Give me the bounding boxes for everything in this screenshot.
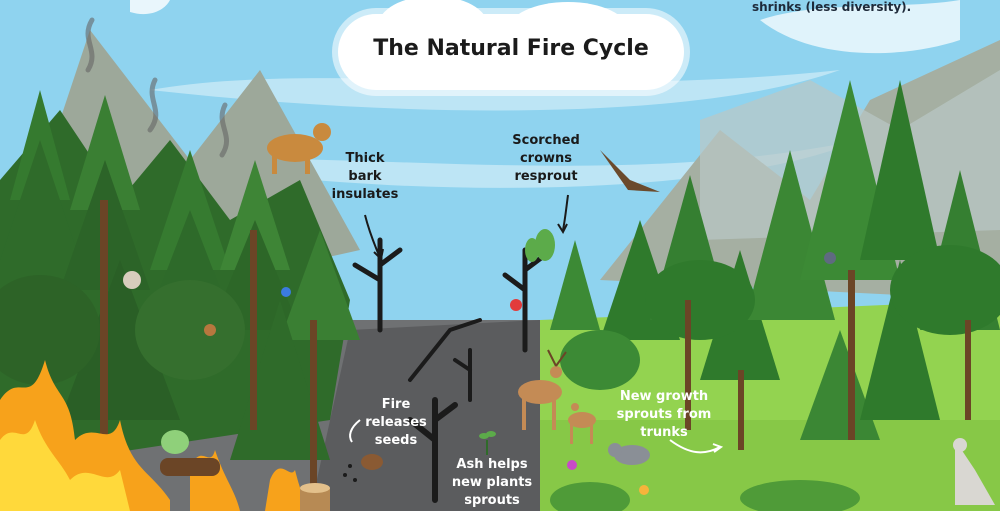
- arrow-scorched-head: [557, 223, 568, 235]
- arrow-thick-bark: [364, 214, 381, 259]
- page-title: The Natural Fire Cycle: [373, 36, 649, 61]
- cougar-icon: [267, 123, 331, 174]
- green-ground-dark: [540, 420, 1000, 511]
- arrow-new-growth: [669, 439, 721, 454]
- pine-cone-icon: [361, 454, 383, 470]
- bluebird-icon: [281, 287, 291, 297]
- owl-icon: [123, 271, 141, 289]
- fern: [161, 430, 189, 454]
- resprout-tuft: [525, 229, 555, 262]
- squirrel-icon: [204, 324, 216, 336]
- raccoon-icon: [608, 443, 650, 465]
- label-thick-bark: Thick bark insulates: [320, 150, 410, 204]
- annotation-arrows: [364, 194, 569, 262]
- fawn-icon: [568, 403, 596, 444]
- arrow-scorched: [562, 194, 569, 231]
- seedling-icon: [479, 431, 496, 455]
- label-new-growth: New growth sprouts from trunks: [608, 388, 720, 442]
- arrow-new-growth-head: [712, 443, 724, 453]
- label-line: releases: [365, 415, 427, 430]
- smoke-wisps: [85, 17, 229, 158]
- label-line: trunks: [640, 425, 688, 440]
- tree-stump: [300, 483, 330, 511]
- burned-trees: [352, 237, 548, 503]
- green-bush: [550, 482, 630, 511]
- fallen-log: [160, 458, 220, 476]
- cropped-note: shrinks (less diversity).: [752, 0, 912, 14]
- label-line: insulates: [331, 187, 399, 202]
- fire: [0, 360, 305, 511]
- label-line: Ash helps: [456, 457, 528, 472]
- green-bush-right: [740, 480, 860, 511]
- title-cloud: The Natural Fire Cycle: [338, 0, 684, 90]
- label-line: New growth: [619, 389, 709, 404]
- label-line: new plants: [451, 475, 533, 490]
- label-line: Thick: [345, 151, 385, 166]
- label-ash-helps: Ash helps new plants sprouts: [442, 456, 542, 510]
- hummingbird-icon: [567, 460, 577, 470]
- label-fire-releases-seeds: Fire releases seeds: [356, 396, 436, 450]
- label-line: crowns: [519, 151, 573, 166]
- label-line: Scorched: [512, 133, 580, 148]
- woodpecker-icon: [510, 299, 522, 311]
- seeds-icon: [343, 464, 357, 482]
- deer-icon: [518, 349, 567, 430]
- left-forest: [0, 90, 360, 500]
- label-line: sprouts from: [616, 407, 712, 422]
- arrow-thick-bark-head: [373, 248, 384, 262]
- eagle-icon: [600, 150, 660, 192]
- label-line: seeds: [374, 433, 418, 448]
- label-scorched-crowns: Scorched crowns resprout: [500, 132, 592, 186]
- label-line: bark: [348, 169, 382, 184]
- label-line: resprout: [514, 169, 578, 184]
- label-line: Fire: [381, 397, 411, 412]
- jay-icon: [824, 252, 836, 264]
- arrow-fire-releases: [349, 419, 361, 443]
- wolf-icon: [953, 438, 995, 505]
- annotation-arrows-light: [349, 419, 724, 454]
- label-line: sprouts: [464, 493, 520, 508]
- butterfly-icon: [639, 485, 649, 495]
- right-forest: [550, 80, 1000, 450]
